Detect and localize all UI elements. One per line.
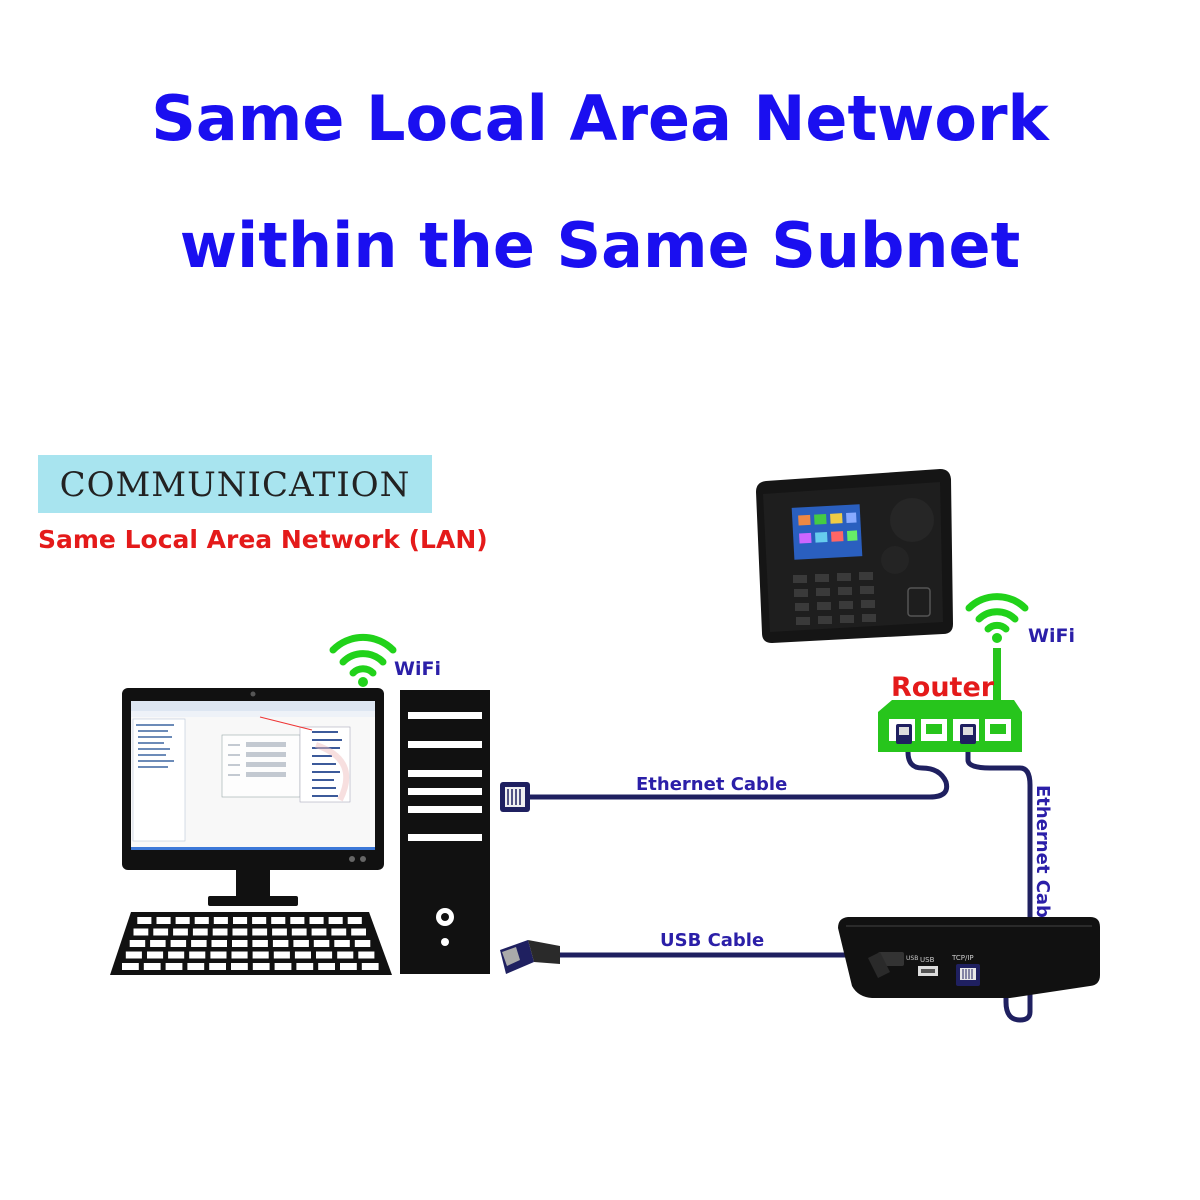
communication-badge-text: COMMUNICATION	[59, 465, 411, 505]
keyboard-key	[173, 928, 188, 936]
keyboard-key	[358, 951, 375, 959]
keyboard-key	[175, 917, 190, 924]
keyboard-key	[232, 940, 248, 947]
port-usb-small-label: USB	[906, 955, 918, 962]
port-tcpip-label: TCP/IP	[951, 954, 974, 962]
ethernet-cable-pc-router	[528, 742, 950, 800]
router-icon	[878, 648, 1022, 752]
keyboard-key	[331, 928, 347, 936]
keyboard-key	[150, 940, 166, 947]
keyboard-key	[168, 951, 185, 959]
keyboard-key	[213, 917, 228, 924]
keyboard-key	[271, 917, 286, 924]
keyboard-key	[122, 963, 139, 970]
keyboard-key	[137, 917, 152, 924]
keyboard-key	[328, 917, 343, 924]
keyboard-key	[252, 963, 270, 970]
keyboard-icon	[110, 912, 392, 975]
keyboard-key	[231, 951, 248, 959]
keyboard-key	[351, 928, 366, 936]
keyboard-key	[143, 963, 161, 970]
wifi-icon	[965, 593, 1029, 643]
keyboard-key	[354, 940, 371, 947]
keyboard-key	[252, 917, 267, 924]
keyboard-key	[252, 940, 268, 947]
keyboard-key	[337, 951, 354, 959]
usb-cable-label: USB Cable	[660, 930, 764, 951]
keyboard-key	[212, 928, 228, 936]
keyboard-key	[233, 917, 248, 924]
keyboard-key	[316, 951, 333, 959]
keyboard-key	[194, 917, 209, 924]
keyboard-key	[274, 963, 292, 970]
lan-subtitle: Same Local Area Network (LAN)	[38, 525, 488, 554]
keyboard-key	[209, 963, 226, 970]
keyboard-key	[272, 940, 289, 947]
keyboard-key	[231, 963, 248, 970]
wifi-icon	[329, 633, 397, 687]
keyboard-key	[232, 928, 248, 936]
keyboard-key	[189, 951, 206, 959]
keyboard-key	[211, 940, 227, 947]
keyboard-key	[165, 963, 183, 970]
keyboard-key	[192, 928, 208, 936]
keyboard-key	[272, 928, 287, 936]
keyboard-key	[252, 928, 268, 936]
time-attendance-device-back-icon: USB USB TCP/IP	[838, 917, 1100, 998]
keyboard-key	[273, 951, 290, 959]
keyboard-key	[153, 928, 169, 936]
keyboard-key	[361, 963, 379, 970]
keyboard-key	[147, 951, 164, 959]
keyboard-key	[210, 951, 227, 959]
keyboard-key	[291, 928, 307, 936]
keyboard-key	[313, 940, 330, 947]
keyboard-key	[125, 951, 142, 959]
router-label: Router	[891, 672, 995, 703]
software-window-screenshot	[131, 701, 375, 842]
wifi-pc-label: WiFi	[394, 658, 441, 680]
keyboard-key	[296, 963, 314, 970]
ethernet-cable-top-label: Ethernet Cable	[636, 774, 787, 795]
keyboard-key	[334, 940, 350, 947]
keyboard-key	[290, 917, 305, 924]
keyboard-key	[156, 917, 171, 924]
keyboard-key	[340, 963, 357, 970]
pc-tower-icon	[400, 690, 490, 974]
time-attendance-device-icon	[756, 469, 953, 643]
keyboard-key	[187, 963, 205, 970]
wifi-router-label: WiFi	[1028, 625, 1075, 647]
keyboard-key	[133, 928, 149, 936]
keyboard-key	[347, 917, 362, 924]
keyboard-key	[191, 940, 207, 947]
keyboard-key	[170, 940, 187, 947]
keyboard-key	[311, 928, 327, 936]
usb-plug-icon	[500, 940, 560, 974]
keyboard-key	[252, 951, 269, 959]
communication-badge: COMMUNICATION	[38, 455, 432, 513]
ethernet-plug-icon	[500, 782, 530, 812]
keyboard-key	[293, 940, 309, 947]
port-usb-label: USB	[920, 956, 935, 964]
keyboard-key	[318, 963, 335, 970]
keyboard-key	[294, 951, 311, 959]
usb-cable	[560, 952, 877, 964]
keyboard-key	[129, 940, 146, 947]
page-title-line2: within the Same Subnet	[179, 209, 1021, 282]
monitor-icon	[122, 688, 384, 906]
ethernet-cable-side-label: Ethernet Cable	[1032, 785, 1053, 936]
keyboard-key	[309, 917, 324, 924]
page-title-line1: Same Local Area Network	[151, 82, 1049, 155]
